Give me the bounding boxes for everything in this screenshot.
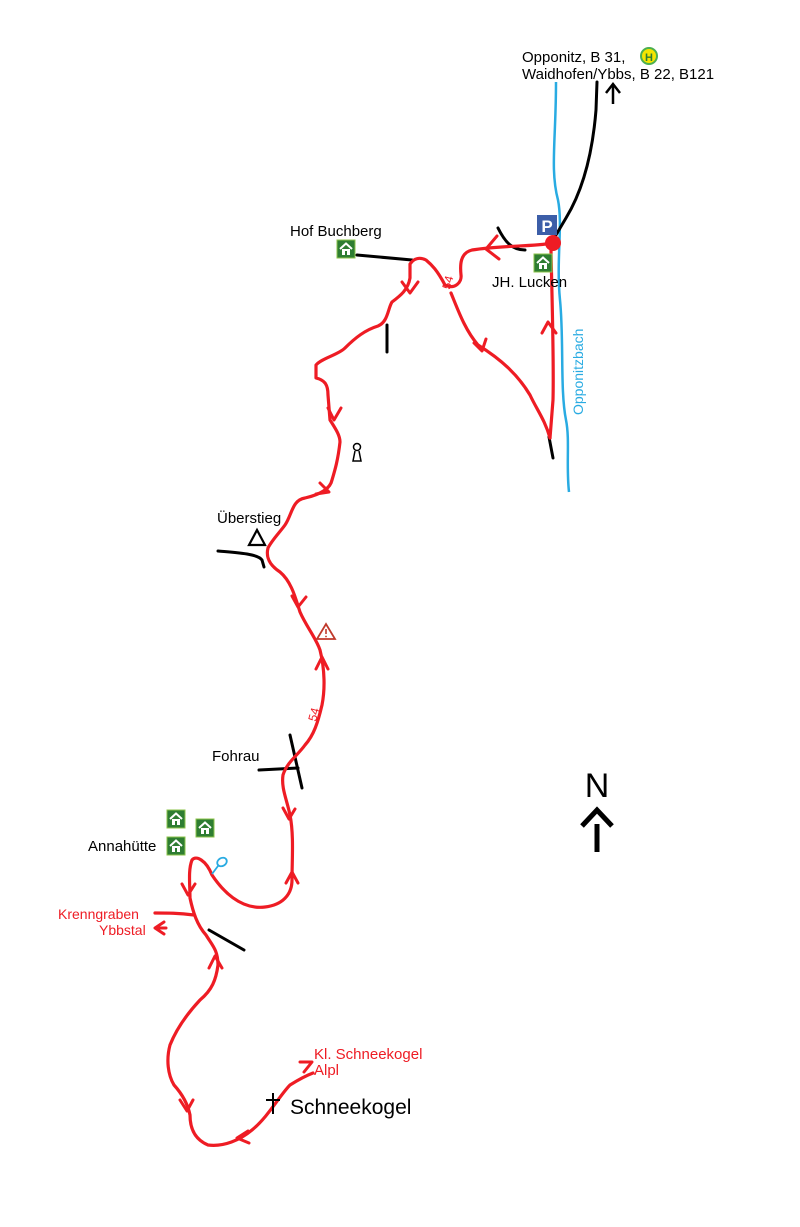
road-uberstieg <box>216 549 266 569</box>
north-label: N <box>585 767 610 805</box>
stream-label: Opponitzbach <box>570 329 586 415</box>
road-stub-lower <box>547 435 555 460</box>
jh-lucken-label: JH. Lucken <box>492 274 567 291</box>
hut-icon-hof-buchberg <box>336 239 356 259</box>
road-fohrau-2 <box>288 733 304 790</box>
uberstieg-label: Überstieg <box>217 509 281 527</box>
bus-stop-icon: H <box>640 47 658 65</box>
krenngraben-label-line2: Ybbstal <box>99 922 146 938</box>
destination-label-line1: Opponitz, B 31, <box>522 49 625 66</box>
destination-label-line2: Waidhofen/Ybbs, B 22, B121 <box>522 66 714 83</box>
route-to-lucken <box>449 291 552 440</box>
hiking-route <box>153 241 555 1147</box>
spring-icon <box>211 856 228 875</box>
kl-schneekogel-label-line1: Kl. Schneekogel <box>314 1046 422 1063</box>
roads <box>207 80 599 952</box>
road-annahutte <box>207 928 246 952</box>
hof-buchberg-label: Hof Buchberg <box>290 223 382 240</box>
hut-icon-annahutte-3 <box>166 836 186 856</box>
warning-icon <box>315 622 337 640</box>
fohrau-label: Fohrau <box>212 748 260 765</box>
keyhole-icon <box>352 442 362 462</box>
road-hof-buchberg <box>355 253 414 262</box>
bus-letter: H <box>645 52 653 64</box>
summit-cross-icon <box>266 1093 280 1114</box>
parking-letter: P <box>541 217 552 236</box>
kl-schneekogel-label-line2: Alpl <box>314 1062 339 1079</box>
summit-label: Schneekogel <box>290 1096 411 1119</box>
route-main <box>166 241 555 1147</box>
route-number-lower: 54 <box>305 706 322 723</box>
stream-opponitzbach <box>552 81 571 493</box>
hut-icon-annahutte-2 <box>195 818 215 838</box>
north-arrow-icon <box>580 806 614 852</box>
hut-icon-jh-lucken <box>533 253 553 273</box>
main-road <box>551 80 599 242</box>
hut-icon-annahutte-1 <box>166 809 186 829</box>
route-to-ybbstal <box>153 911 196 917</box>
side-road-lucken <box>496 226 527 252</box>
start-point-icon <box>545 235 561 251</box>
parking-icon: P <box>537 215 557 236</box>
road-fohrau-1 <box>257 766 300 772</box>
route-number-upper: 54 <box>439 274 456 291</box>
krenngraben-label-line1: Krenngraben <box>58 906 139 922</box>
annahutte-label: Annahütte <box>88 838 156 855</box>
direction-arrow-icon <box>605 81 621 104</box>
route-direction-marks <box>153 234 558 1145</box>
triangle-viewpoint-icon <box>247 527 267 547</box>
